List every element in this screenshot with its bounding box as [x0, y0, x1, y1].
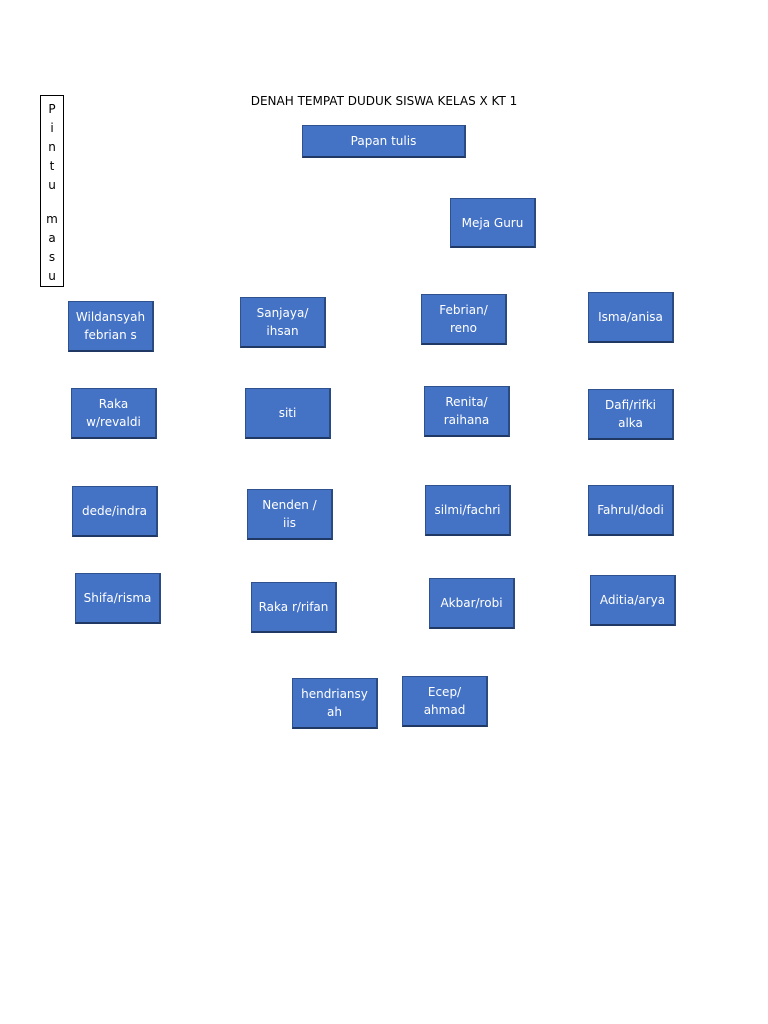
teacher-desk-box: Meja Guru [450, 198, 536, 248]
seat-r4c3: Akbar/robi [429, 578, 515, 629]
seat-r1c3: Febrian/ reno [421, 294, 507, 345]
seat-r3c1: dede/indra [72, 486, 158, 537]
seat-r1c4: Isma/anisa [588, 292, 674, 343]
door-letter: n [48, 140, 56, 154]
seat-r4c2: Raka r/rifan [251, 582, 337, 633]
door-letter: u [48, 269, 56, 283]
seat-r3c4: Fahrul/dodi [588, 485, 674, 536]
door-letter: s [48, 250, 56, 264]
seat-r1c2: Sanjaya/ ihsan [240, 297, 326, 348]
page-title: DENAH TEMPAT DUDUK SISWA KELAS X KT 1 [250, 94, 518, 108]
seat-r4c1: Shifa/risma [75, 573, 161, 624]
seat-r5c2: Ecep/ ahmad [402, 676, 488, 727]
door-letter: P [48, 102, 56, 116]
seat-r2c4: Dafi/rifki alka [588, 389, 674, 440]
door-letter: a [48, 231, 56, 245]
seat-r2c1: Raka w/revaldi [71, 388, 157, 439]
seat-r3c3: silmi/fachri [425, 485, 511, 536]
door-letter: u [48, 178, 56, 192]
seat-r3c2: Nenden / iis [247, 489, 333, 540]
whiteboard-box: Papan tulis [302, 125, 466, 158]
seat-r2c3: Renita/ raihana [424, 386, 510, 437]
door-letter: i [50, 121, 54, 135]
seat-r4c4: Aditia/arya [590, 575, 676, 626]
seat-r2c2: siti [245, 388, 331, 439]
door-label: P i n t u m a s u [40, 95, 64, 287]
door-letter: t [49, 159, 55, 173]
seat-r5c1: hendriansy ah [292, 678, 378, 729]
seat-r1c1: Wildansyah febrian s [68, 301, 154, 352]
door-letter: m [46, 212, 58, 226]
